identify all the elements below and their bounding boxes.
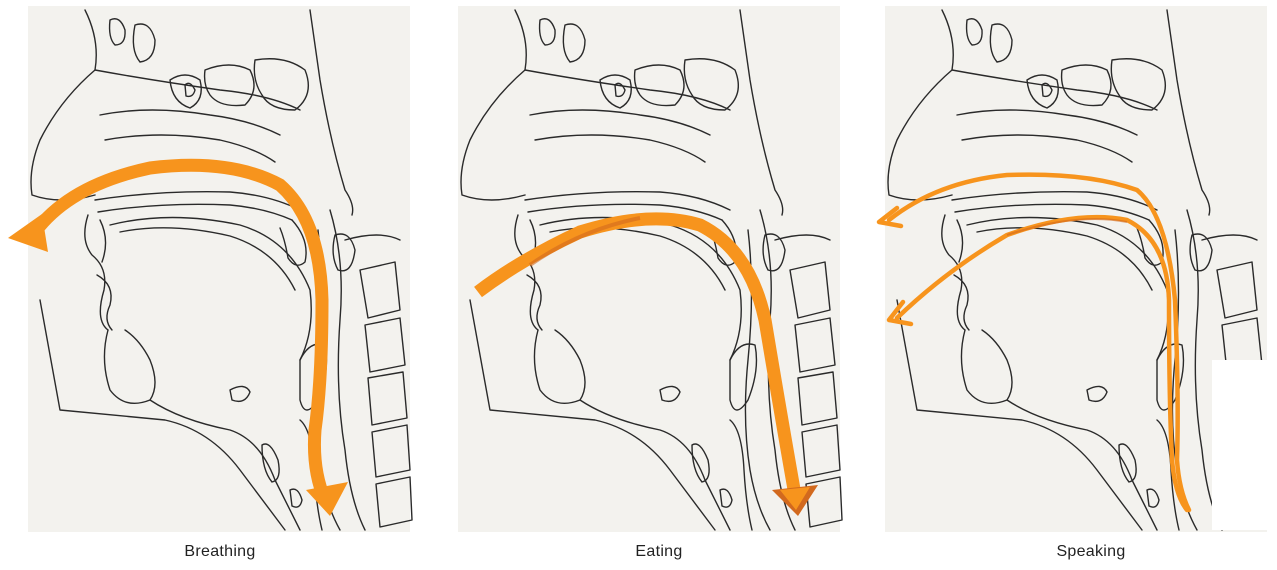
paper-background	[885, 6, 1267, 532]
panel-breathing: Breathing	[0, 0, 420, 570]
eating-illustration	[430, 0, 850, 540]
breathing-illustration	[0, 0, 420, 540]
caption-breathing: Breathing	[0, 543, 440, 561]
caption-speaking: Speaking	[857, 543, 1277, 561]
speaking-illustration	[857, 0, 1277, 540]
paper-background	[28, 6, 410, 532]
panel-speaking: Speaking	[857, 0, 1277, 570]
panel-eating: Eating	[430, 0, 850, 570]
paper-edge	[1212, 360, 1272, 530]
caption-eating: Eating	[430, 543, 888, 561]
